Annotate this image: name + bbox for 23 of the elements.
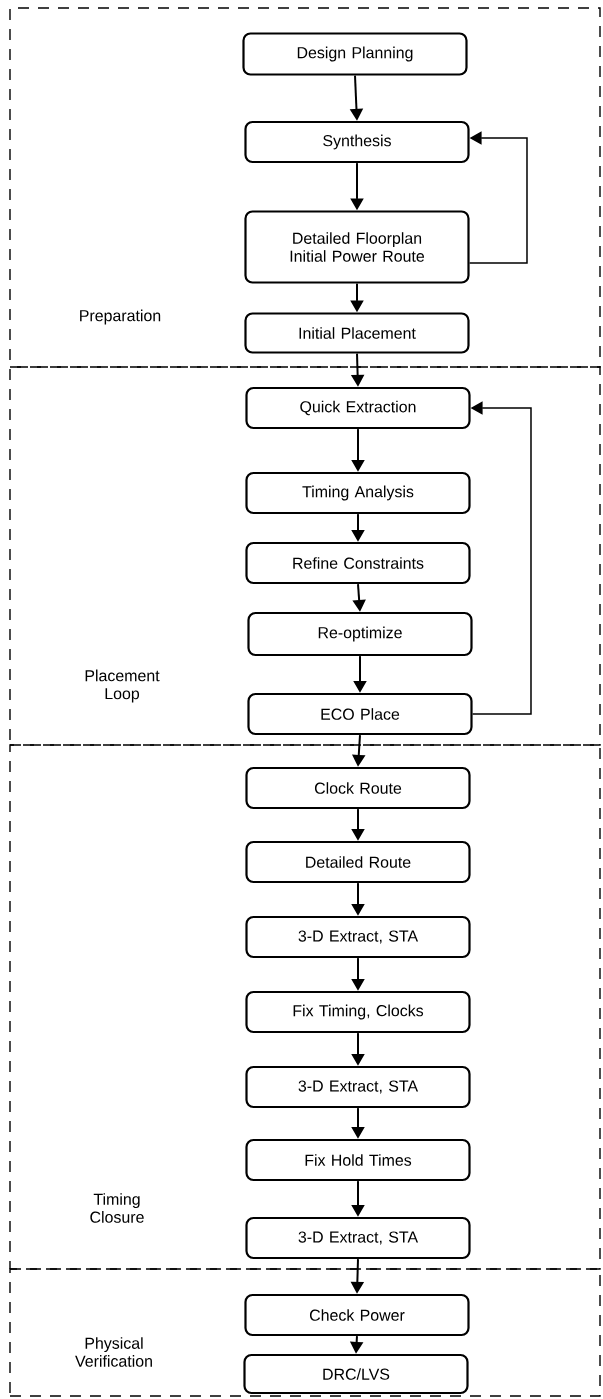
process-box: Timing Analysis — [245, 471, 471, 515]
process-box: 3-D Extract, STA — [245, 1065, 471, 1109]
process-box: ECO Place — [247, 692, 473, 736]
process-box: 3-D Extract, STA — [245, 1216, 471, 1260]
process-box: Detailed Route — [245, 840, 471, 884]
process-box: Design Planning — [242, 32, 468, 76]
section-label: Placement Loop — [85, 669, 160, 703]
process-box: Fix Timing, Clocks — [245, 990, 471, 1034]
section-label: Preparation — [80, 309, 161, 325]
process-box: Check Power — [244, 1293, 470, 1337]
process-box: Quick Extraction — [245, 386, 471, 430]
process-box: Detailed Floorplan Initial Power Route — [244, 210, 470, 284]
process-box: Fix Hold Times — [245, 1138, 471, 1182]
section-label: Timing Closure — [90, 1193, 144, 1223]
process-box: Clock Route — [245, 766, 471, 810]
process-box: Synthesis — [244, 120, 470, 164]
arrow — [468, 131, 528, 264]
process-box: DRC/LVS — [243, 1353, 469, 1395]
process-box: 3-D Extract, STA — [245, 915, 471, 959]
process-box: Refine Constraints — [245, 541, 471, 585]
section-label: Physical Verification — [75, 1337, 152, 1367]
process-box: Initial Placement — [244, 312, 470, 354]
process-box: Re-optimize — [247, 611, 473, 657]
